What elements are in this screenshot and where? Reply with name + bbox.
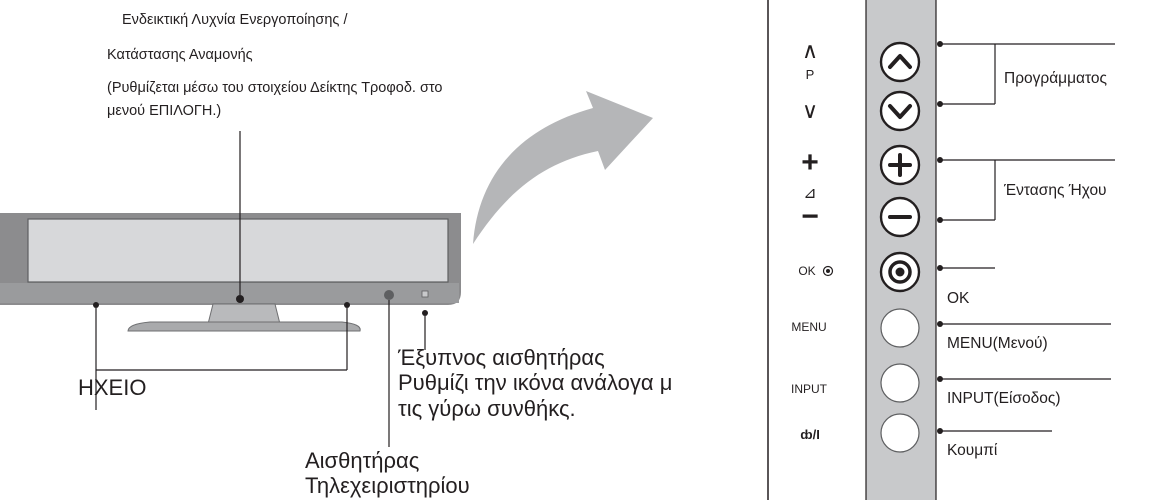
tv-stand-base xyxy=(127,321,361,332)
remote-sensor xyxy=(384,290,394,300)
ok-indicator-icon xyxy=(822,265,834,277)
power-led-note-line1: (Ρυθμίζεται μέσω του στοιχείου Δείκτης Τ… xyxy=(107,80,443,96)
remote-sensor-label-line2: Τηλεχειριστηρίου xyxy=(305,473,470,498)
function-ok-label: OK xyxy=(947,290,970,307)
volume-symbol: ⊿ xyxy=(803,185,817,202)
power-led-label-line2: Κατάστασης Αναμονής xyxy=(107,47,253,63)
speaker-left-marker xyxy=(93,302,99,308)
volume-down-button[interactable] xyxy=(879,196,921,238)
ok-button[interactable] xyxy=(879,251,921,293)
power-label: ȸ/I xyxy=(800,427,820,442)
function-power-label: Κουμπί xyxy=(947,442,998,459)
direction-arrow xyxy=(473,91,653,244)
function-volume-label: Έντασης Ήχου xyxy=(1004,182,1107,199)
smart-sensor-label-line2: Ρυθμίζι την ικόνα ανάλογα μ xyxy=(398,370,673,395)
tv-bezel-bottom xyxy=(0,283,459,303)
channel-down-symbol: ∨ xyxy=(801,98,819,123)
power-button[interactable] xyxy=(880,413,920,453)
function-programme-label: Προγράμματος xyxy=(1004,70,1107,87)
power-led xyxy=(236,295,244,303)
tv-callout-lines xyxy=(95,131,426,447)
channel-p-label: P xyxy=(805,67,815,82)
power-led-label-line1: Ενδεικτική Λυχνία Ενεργοποίησης / xyxy=(122,12,348,28)
volume-up-button[interactable] xyxy=(879,144,921,186)
ok-label: OK xyxy=(798,264,816,278)
function-input-label: INPUT(Είσοδος) xyxy=(947,390,1061,407)
smart-sensor xyxy=(421,290,429,298)
menu-label: MENU xyxy=(791,320,827,334)
panel-callout-lines xyxy=(940,43,1115,432)
volume-minus-symbol: − xyxy=(801,200,819,233)
power-led-note-line2: μενού ΕΠΙΛΟΓΗ.) xyxy=(107,103,222,119)
smart-sensor-label-line3: τις γύρω συνθήκς. xyxy=(398,396,576,421)
speaker-label: ΗΧΕΙΟ xyxy=(78,375,147,400)
function-menu-label: MENU(Μενού) xyxy=(947,335,1048,352)
panel-callout-dots xyxy=(937,41,943,434)
volume-plus-symbol: + xyxy=(801,146,819,179)
smart-sensor-label-line1: Έξυπνος αισθητήρας xyxy=(398,345,605,370)
channel-down-button[interactable] xyxy=(879,90,921,132)
input-label: INPUT xyxy=(791,382,827,396)
remote-sensor-label-line1: Αισθητήρας xyxy=(305,448,420,473)
menu-button[interactable] xyxy=(880,308,920,348)
tv-front-view xyxy=(0,213,461,332)
channel-up-button[interactable] xyxy=(879,41,921,83)
channel-up-symbol: ∧ xyxy=(801,38,819,63)
input-button[interactable] xyxy=(880,363,920,403)
speaker-right-marker xyxy=(344,302,350,308)
tv-stand-neck xyxy=(207,303,281,325)
tv-screen xyxy=(28,219,448,282)
